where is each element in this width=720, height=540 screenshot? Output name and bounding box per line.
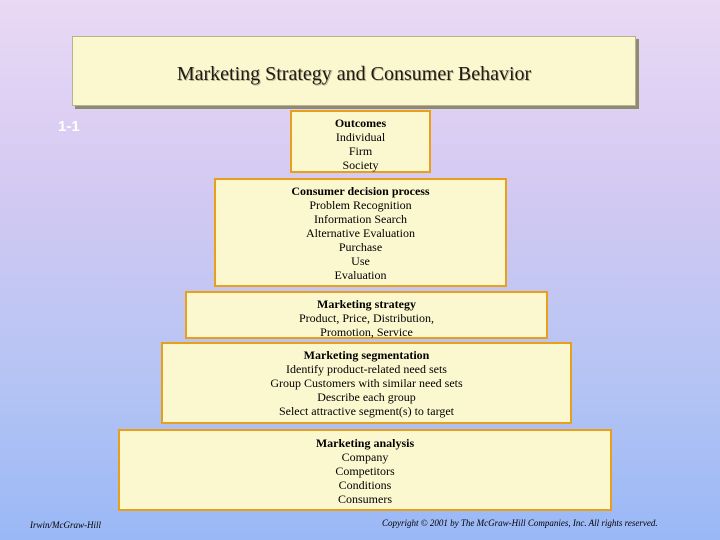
decision-process-item: Information Search — [314, 212, 407, 226]
outcomes-item: Society — [342, 158, 379, 172]
marketing-segmentation-box: Marketing segmentation Identify product-… — [161, 342, 572, 424]
marketing-segmentation-item: Group Customers with similar need sets — [270, 376, 463, 390]
marketing-analysis-item: Company — [341, 450, 389, 464]
title-box: Marketing Strategy and Consumer Behavior — [72, 36, 636, 106]
decision-process-item: Evaluation — [334, 268, 387, 282]
slide-number: 1-1 — [58, 118, 80, 135]
decision-process-heading: Consumer decision process — [291, 184, 430, 198]
outcomes-item: Firm — [348, 144, 373, 158]
decision-process-item: Problem Recognition — [309, 198, 412, 212]
marketing-analysis-item: Consumers — [338, 492, 392, 506]
marketing-segmentation-item: Select attractive segment(s) to target — [278, 404, 455, 418]
marketing-analysis-item: Conditions — [338, 478, 392, 492]
decision-process-item: Use — [351, 254, 370, 268]
marketing-strategy-item: Promotion, Service — [320, 325, 413, 339]
marketing-strategy-heading: Marketing strategy — [317, 297, 416, 311]
marketing-analysis-heading: Marketing analysis — [315, 436, 415, 450]
marketing-segmentation-item: Identify product-related need sets — [286, 362, 447, 376]
marketing-segmentation-item: Describe each group — [317, 390, 416, 404]
publisher-footer: Irwin/McGraw-Hill — [30, 520, 101, 530]
outcomes-item: Individual — [335, 130, 386, 144]
marketing-segmentation-heading: Marketing segmentation — [303, 348, 430, 362]
marketing-analysis-item: Competitors — [335, 464, 395, 478]
decision-process-item: Alternative Evaluation — [306, 226, 415, 240]
slide-title: Marketing Strategy and Consumer Behavior — [176, 62, 532, 85]
outcomes-heading: Outcomes — [334, 116, 387, 130]
marketing-strategy-item: Product, Price, Distribution, — [299, 311, 434, 325]
marketing-analysis-box: Marketing analysis Company Competitors C… — [118, 429, 612, 511]
marketing-strategy-box: Marketing strategy Product, Price, Distr… — [185, 291, 548, 339]
consumer-decision-process-box: Consumer decision process Problem Recogn… — [214, 178, 507, 287]
decision-process-item: Purchase — [338, 240, 383, 254]
copyright-footer: Copyright © 2001 by The McGraw-Hill Comp… — [382, 518, 658, 528]
outcomes-box: Outcomes Individual Firm Society — [290, 110, 431, 173]
